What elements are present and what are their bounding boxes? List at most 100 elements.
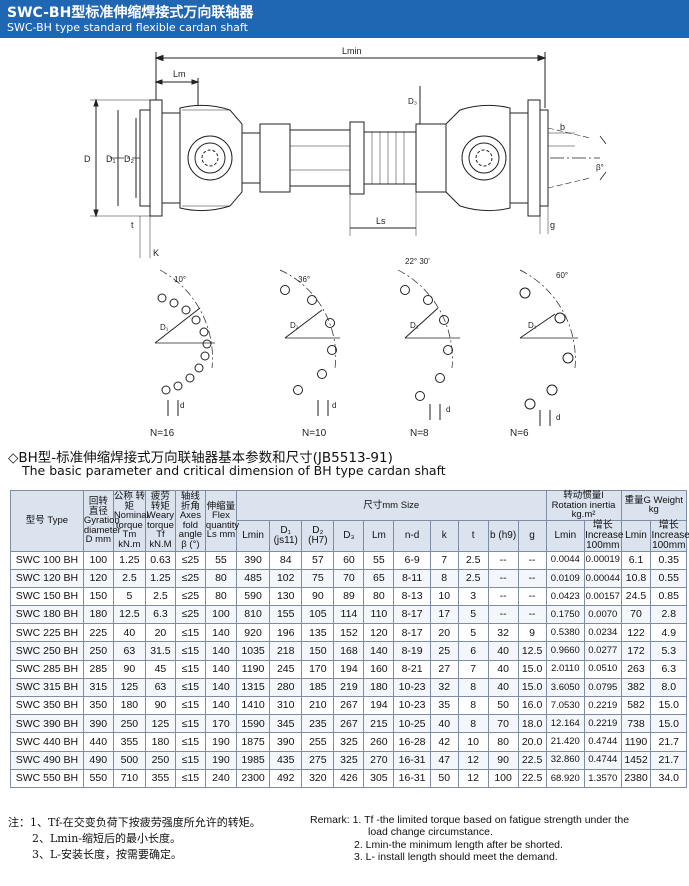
table-cell: 10 — [429, 586, 459, 607]
table-cell: 250 — [112, 714, 146, 734]
flange-view-n10: 36° D₁ d N=10 — [279, 269, 340, 439]
table-cell: 22.5 — [517, 768, 547, 788]
table-cell: 7 — [457, 659, 489, 679]
note-en-3: 3. L- install length should meet the dem… — [354, 851, 558, 864]
table-cell: 8-21 — [393, 659, 431, 679]
n10-angle: 36° — [298, 275, 310, 284]
table-cell: 8-19 — [393, 641, 431, 661]
table-cell: 2.5 — [457, 550, 489, 570]
table-cell: 70 — [487, 714, 519, 734]
table-cell: 100 — [204, 605, 237, 625]
table-cell: 55 — [363, 550, 395, 570]
table-cell: 245 — [269, 659, 303, 679]
title-banner: SWC-BH型标准伸缩焊接式万向联轴器 SWC-BH type standard… — [0, 0, 689, 38]
table-cell: 16.0 — [517, 695, 547, 716]
table-cell: 180 — [144, 732, 176, 752]
table-cell: 12.5 — [112, 605, 146, 625]
col-lm: Lm — [363, 519, 395, 552]
table-cell: -- — [487, 550, 519, 570]
table-cell: 1035 — [235, 641, 271, 661]
table-cell: 275 — [301, 750, 335, 770]
table-cell: 2.8 — [650, 605, 687, 625]
table-cell: 382 — [620, 677, 652, 698]
k-label: K — [153, 248, 159, 258]
table-cell: 150 — [301, 641, 335, 661]
table-cell: 50 — [429, 768, 459, 788]
table-cell: 2380 — [620, 768, 652, 788]
col-weary-torque: 疲劳 转矩 Weary torque Tf kN.M — [144, 490, 176, 552]
table-cell: 3.6050 — [545, 677, 586, 698]
table-cell: 0.2219 — [584, 695, 622, 716]
table-cell: 50 — [487, 695, 519, 716]
n6-d: d — [556, 413, 560, 422]
table-cell: -- — [517, 586, 547, 607]
table-cell: 355 — [144, 768, 176, 788]
beta-label: β° — [596, 163, 604, 172]
table-cell: 130 — [269, 586, 303, 607]
table-cell: 0.00157 — [584, 586, 622, 607]
table-cell: ≤25 — [174, 568, 206, 588]
table-cell: 0.0070 — [584, 605, 622, 625]
table-cell: 255 — [301, 732, 335, 752]
table-cell: 172 — [620, 641, 652, 661]
table-cell: 15.0 — [517, 677, 547, 698]
table-cell: 140 — [204, 659, 237, 679]
table-cell: 0.9660 — [545, 641, 586, 661]
table-cell: 100 — [487, 768, 519, 788]
model-cell: SWC 350 BH — [10, 695, 84, 716]
table-cell: 80 — [487, 732, 519, 752]
table-cell: 135 — [301, 623, 335, 643]
table-cell: 500 — [112, 750, 146, 770]
table-cell: 10.8 — [620, 568, 652, 588]
table-cell: 0.0423 — [545, 586, 586, 607]
table-cell: 20.0 — [517, 732, 547, 752]
table-cell: 152 — [333, 623, 365, 643]
table-cell: 1.25 — [144, 568, 176, 588]
table-cell: 60 — [333, 550, 365, 570]
table-cell: ≤15 — [174, 750, 206, 770]
table-cell: 12.164 — [545, 714, 586, 734]
table-cell: 32 — [487, 623, 519, 643]
table-cell: 0.0109 — [545, 568, 586, 588]
n6-d1: D₁ — [528, 321, 537, 330]
table-cell: 305 — [363, 768, 395, 788]
note-cn-1: 注：1、Tf-在交变负荷下按疲劳强度所允许的转矩。 — [8, 816, 261, 829]
note-cn-3: 3、L-安装长度，按需要确定。 — [32, 848, 183, 861]
table-cell: 21.7 — [650, 750, 687, 770]
table-cell: 40 — [487, 677, 519, 698]
notes-en: Remark: 1. Tf -the limited torque based … — [310, 814, 629, 864]
t-label: t — [131, 220, 134, 230]
table-cell: 155 — [269, 605, 303, 625]
table-cell: 0.1750 — [545, 605, 586, 625]
table-cell: 12 — [457, 768, 489, 788]
table-cell: ≤15 — [174, 659, 206, 679]
table-cell: 6.1 — [620, 550, 652, 570]
table-cell: 440 — [82, 732, 114, 752]
table-cell: 42 — [429, 732, 459, 752]
table-cell: 1410 — [235, 695, 271, 716]
table-cell: 5.3 — [650, 641, 687, 661]
table-cell: 325 — [333, 732, 365, 752]
table-cell: 0.5380 — [545, 623, 586, 643]
table-cell: 267 — [333, 695, 365, 716]
table-cell: 350 — [82, 695, 114, 716]
table-cell: ≤15 — [174, 641, 206, 661]
table-cell: 75 — [301, 568, 335, 588]
table-cell: 315 — [82, 677, 114, 698]
table-cell: 260 — [363, 732, 395, 752]
table-cell: 2.5 — [112, 568, 146, 588]
table-cell: 250 — [144, 750, 176, 770]
table-cell: ≤25 — [174, 550, 206, 570]
table-cell: 1315 — [235, 677, 271, 698]
model-cell: SWC 315 BH — [10, 677, 84, 698]
col-size-group: 尺寸mm Size — [235, 490, 547, 521]
col-nd: n-d — [393, 519, 431, 552]
table-cell: 280 — [269, 677, 303, 698]
table-cell: 0.2219 — [584, 714, 622, 734]
table-cell: 0.63 — [144, 550, 176, 570]
